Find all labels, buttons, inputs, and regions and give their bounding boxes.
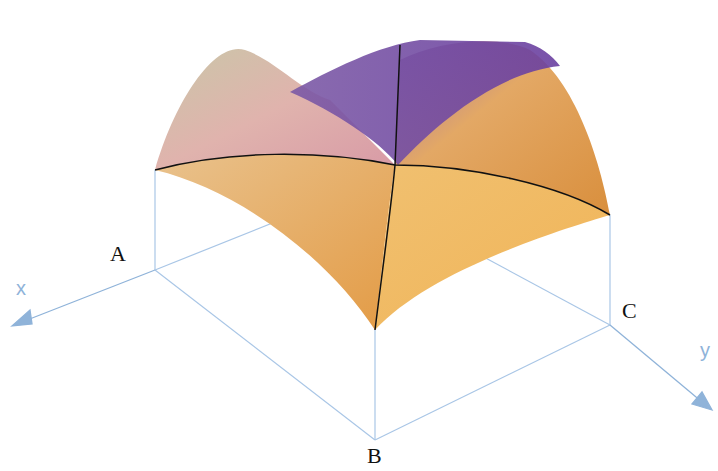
corner-label: A [110,243,126,265]
corner-label: B [367,445,382,467]
axis-label: y [700,340,710,360]
axis-label: x [16,278,26,298]
corner-label: C [622,300,637,322]
